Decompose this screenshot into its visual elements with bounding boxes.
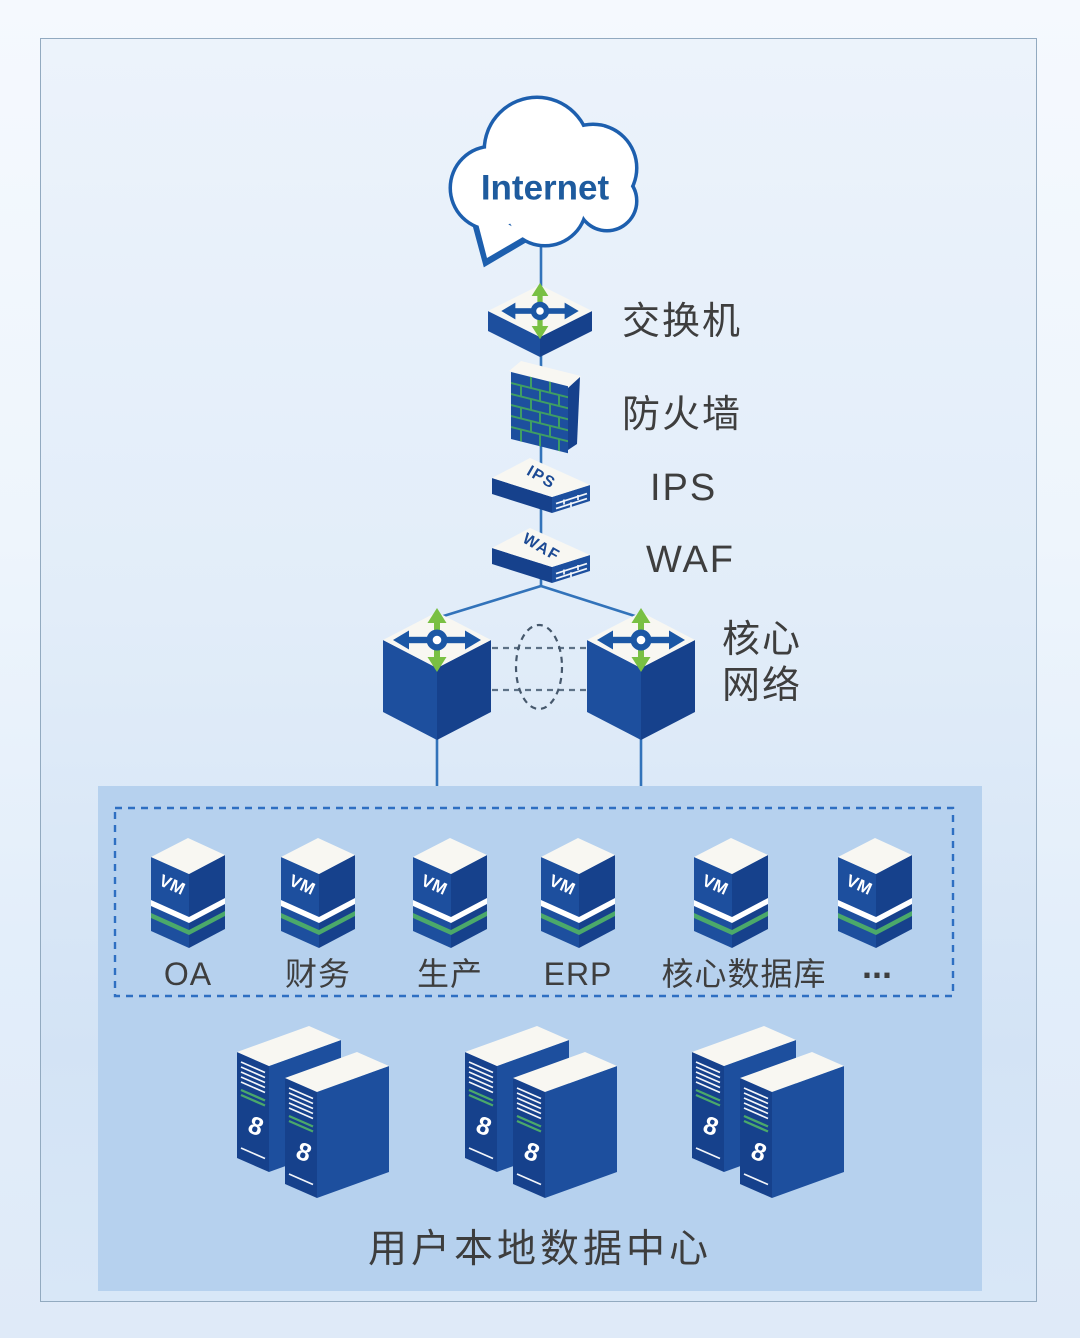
vm-zone-border (113, 806, 955, 998)
server-group-1: 8 8 (235, 1024, 391, 1200)
vm-item-coredb: VM 核心数据库 (661, 838, 826, 992)
vm-label: 核心数据库 (661, 956, 826, 992)
firewall-bricks (511, 376, 568, 452)
ips-appliance: IPS (491, 457, 591, 514)
waf-appliance: WAF (491, 527, 591, 584)
firewall-label: 防火墙 (622, 394, 742, 436)
core-redundancy-links (492, 623, 586, 711)
datacenter-caption: 用户本地数据中心 (368, 1228, 712, 1271)
vm-label: 财务 (285, 956, 351, 992)
internet-cloud: Internet (448, 95, 639, 268)
core-label-line2: 网络 (722, 665, 802, 707)
vm-label: OA (164, 956, 212, 992)
redundancy-ellipse (514, 623, 564, 711)
server-group-2: 8 8 (463, 1024, 619, 1200)
vm-label: 生产 (417, 956, 483, 992)
ips-label: IPS (650, 467, 717, 509)
access-switch (488, 283, 592, 357)
core-label-line1: 核心 (722, 619, 802, 661)
vm-item-more: VM ... (838, 838, 912, 986)
switch-label: 交换机 (622, 301, 742, 343)
vm-item-finance: VM 财务 (281, 838, 355, 992)
core-switch-right (587, 608, 695, 740)
internet-label: Internet (481, 168, 610, 207)
vm-label-ellipsis: ... (862, 945, 892, 986)
branch-left (436, 584, 542, 620)
vm-label: ERP (544, 956, 613, 992)
firewall-icon (509, 361, 581, 454)
vm-item-oa: VM OA (151, 838, 225, 992)
core-switch-left (383, 608, 491, 740)
branch-right (540, 584, 642, 620)
vm-item-erp: VM ERP (541, 838, 615, 992)
server-group-3: 8 8 (690, 1024, 846, 1200)
waf-label: WAF (646, 539, 735, 581)
vm-item-production: VM 生产 (413, 838, 487, 992)
